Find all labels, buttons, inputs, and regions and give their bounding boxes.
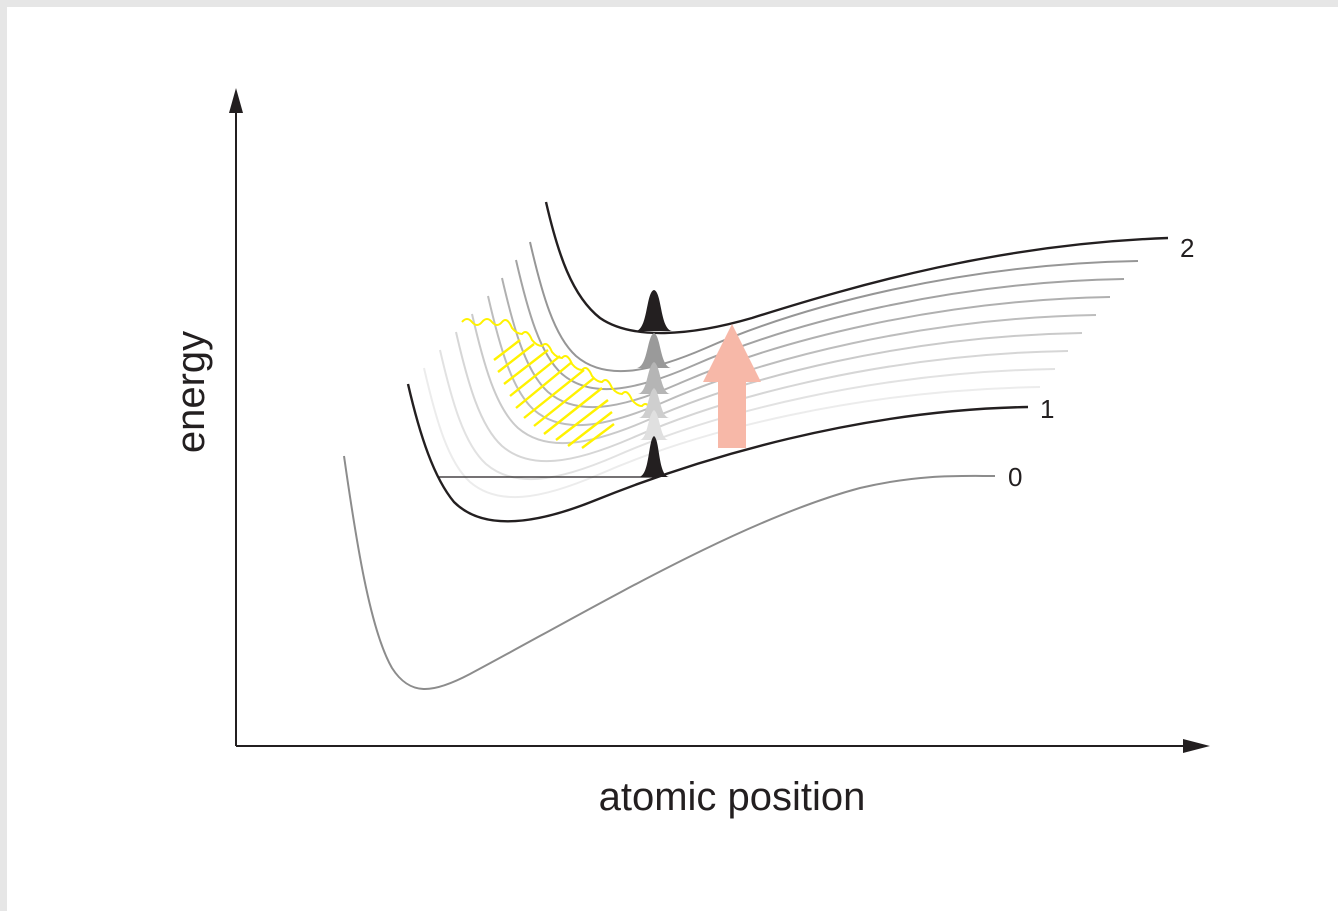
hatch-line [533,377,595,427]
wavepacket-intermediate [639,388,669,418]
intermediate-curve-8 [529,241,1139,373]
wavepackets [636,290,672,477]
hatch-line [543,387,603,435]
hatch-line [555,399,609,441]
hatch-line [509,355,561,397]
laser-pulse [461,318,653,449]
axes [229,88,1210,753]
laser-wavy-line [461,318,653,413]
hatch-line [581,423,615,449]
curve-label-0: 0 [1008,462,1022,492]
wavepacket-intermediate [637,333,671,368]
x-axis-label: atomic position [599,775,866,819]
hatch-line [493,339,521,361]
hatch-line [515,361,573,409]
intermediate-curve-4 [471,313,1083,445]
hatch-line [503,349,549,385]
excitation-arrow-head [703,324,761,382]
hatch-line [523,369,585,419]
excitation-arrow-shaft [718,382,746,448]
wavepacket-lower [639,436,669,477]
excitation-arrow [703,324,761,448]
wavepacket-intermediate [638,362,670,394]
laser-hatch [493,339,615,449]
hatch-line [567,411,613,447]
curve-label-2: 2 [1180,233,1194,263]
frame-border-left [0,0,7,911]
intermediate-curves [423,241,1139,499]
hatch-line [497,343,535,373]
intermediate-curve-2 [439,349,1056,481]
y-axis-arrowhead [229,88,243,113]
potential-curve-0 [343,455,996,690]
wavepacket-upper [636,290,672,331]
potential-curve-2 [544,201,1169,335]
curve-label-1: 1 [1040,394,1054,424]
y-axis-label: energy [169,331,213,453]
wavepacket-intermediate [640,410,668,440]
intermediate-curve-5 [487,295,1097,427]
intermediate-curve-1 [423,367,1041,499]
intermediate-curve-3 [455,331,1069,463]
potential-curve-1 [406,383,1029,523]
frame-border-top [0,0,1338,7]
x-axis-arrowhead [1183,739,1210,753]
